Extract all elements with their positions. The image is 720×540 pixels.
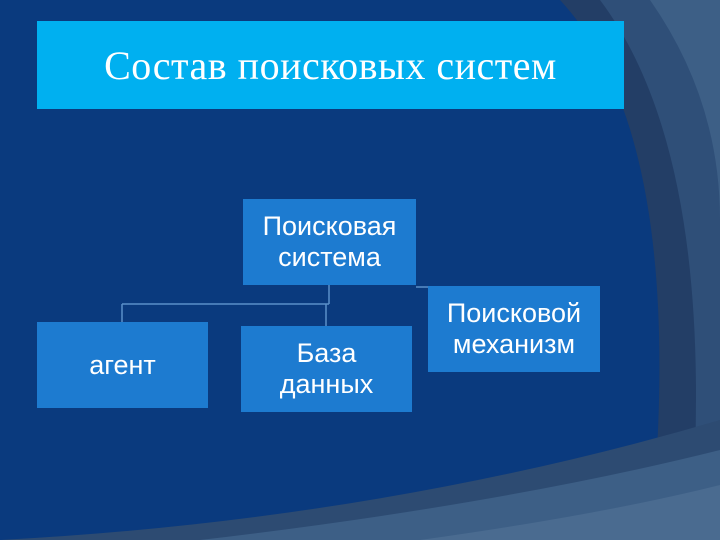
node-database: База данных xyxy=(241,326,412,412)
node-search-mechanism-label: Поисковой механизм xyxy=(446,298,582,359)
node-database-label: База данных xyxy=(279,338,374,399)
node-search-system-label: Поисковая система xyxy=(262,211,397,272)
node-agent-label: агент xyxy=(89,349,156,380)
node-search-system: Поисковая система xyxy=(243,199,416,285)
slide-title: Состав поисковых систем xyxy=(104,42,557,88)
node-agent: агент xyxy=(37,322,208,408)
node-search-mechanism: Поисковой механизм xyxy=(428,286,600,372)
slide-title-box: Состав поисковых систем xyxy=(37,21,624,109)
